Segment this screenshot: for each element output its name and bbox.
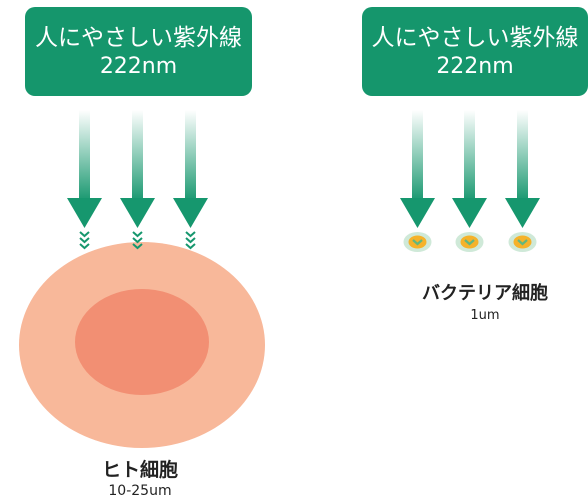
uv-arrow xyxy=(400,110,435,228)
uv-arrow xyxy=(67,110,102,250)
bacteria-cell xyxy=(455,232,484,252)
uv-title: 人にやさしい紫外線 xyxy=(35,25,242,51)
bacteria-cell-label: バクテリア細胞 xyxy=(422,283,548,304)
human-cell-size: 10-25um xyxy=(108,483,172,499)
uv-arrow xyxy=(173,110,208,250)
uv-label-box: 人にやさしい紫外線 222nm xyxy=(362,7,588,96)
bacteria-cell-panel: 人にやさしい紫外線 222nm xyxy=(330,0,588,503)
uv-label-box: 人にやさしい紫外線 222nm xyxy=(25,7,252,96)
bacteria-cell-size: 1um xyxy=(470,308,500,323)
uv-wavelength: 222nm xyxy=(436,54,514,79)
human-cell-panel: 人にやさしい紫外線 222nm xyxy=(19,7,265,499)
uv-arrow xyxy=(452,110,487,228)
uv-title: 人にやさしい紫外線 xyxy=(371,25,579,51)
uv-diagram-human xyxy=(19,110,265,448)
uv-arrow xyxy=(120,110,155,250)
bacteria-cell xyxy=(403,232,432,252)
uv-wavelength: 222nm xyxy=(99,54,178,79)
uv-diagram-bacteria xyxy=(400,110,540,252)
human-cell-label: ヒト細胞 xyxy=(101,459,178,481)
uv-arrow xyxy=(505,110,540,228)
human-cell-nucleus xyxy=(75,289,209,395)
bacteria-cell xyxy=(508,232,537,252)
